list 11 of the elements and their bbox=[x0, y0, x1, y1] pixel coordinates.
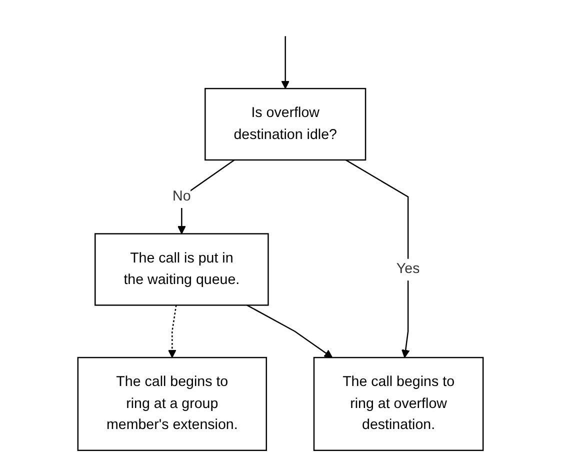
arrow bbox=[246, 304, 333, 358]
node-box: Is overflow destination idle? bbox=[204, 88, 366, 161]
arrow bbox=[177, 159, 235, 234]
node-box: The call begins to ring at a group member's extension. bbox=[77, 356, 267, 451]
node-box: The call is put in the waiting queue. bbox=[94, 233, 269, 306]
arrow bbox=[168, 305, 177, 358]
edge-label: No bbox=[172, 188, 191, 204]
node-box: The call begins to ring at overflow destination. bbox=[313, 356, 484, 451]
arrow bbox=[345, 159, 410, 358]
arrow bbox=[281, 36, 290, 89]
edge-label: Yes bbox=[396, 260, 420, 277]
